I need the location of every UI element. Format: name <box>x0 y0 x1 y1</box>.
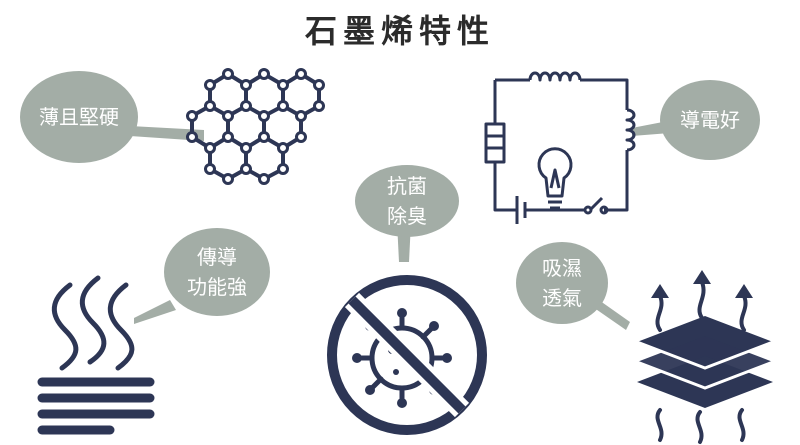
heat-waves-icon <box>37 275 155 435</box>
feature-bubble-conductive: 導電好 <box>660 80 760 160</box>
no-virus-icon <box>327 275 487 435</box>
lattice-atom <box>277 100 289 112</box>
lattice-atom <box>204 163 216 175</box>
lattice-atom <box>295 68 307 80</box>
lattice-atom <box>240 79 252 91</box>
feature-label: 抗菌 <box>387 174 427 198</box>
lattice-atom <box>277 142 289 154</box>
lattice-atom <box>277 163 289 175</box>
breathable-layers-icon <box>636 270 774 444</box>
lattice-atom <box>313 100 325 112</box>
lattice-atom <box>295 131 307 143</box>
lattice-atom <box>186 131 198 143</box>
lattice-atom <box>240 163 252 175</box>
lattice-atom <box>277 79 289 91</box>
lattice-atom <box>313 79 325 91</box>
feature-label: 薄且堅硬 <box>39 105 119 129</box>
lattice-atom <box>204 100 216 112</box>
lattice-atom <box>240 142 252 154</box>
feature-bubble-breathable: 吸濕 透氣 <box>516 242 608 324</box>
lattice-atom <box>258 131 270 143</box>
page-title: 石墨烯特性 <box>304 12 495 50</box>
feature-bubble-thermal: 傳導 功能強 <box>164 228 270 316</box>
feature-label: 除臭 <box>387 204 427 228</box>
lattice-atom <box>204 142 216 154</box>
feature-label: 傳導 <box>197 245 237 269</box>
bubble-tail-hard <box>130 126 204 141</box>
lattice-atom <box>222 110 234 122</box>
feature-label: 吸濕 <box>542 256 582 280</box>
lattice-atom <box>240 100 252 112</box>
feature-label: 功能強 <box>187 275 247 299</box>
feature-label: 導電好 <box>680 108 740 132</box>
bubble-tail-thermal <box>134 300 176 324</box>
lattice-atom <box>186 110 198 122</box>
lattice-atom <box>222 68 234 80</box>
lattice-atom <box>258 110 270 122</box>
feature-label: 透氣 <box>542 286 582 310</box>
lattice-atom <box>222 173 234 185</box>
feature-bubble-hard: 薄且堅硬 <box>20 71 138 163</box>
feature-bubble-antibacterial: 抗菌 除臭 <box>355 165 459 237</box>
lattice-atom <box>258 68 270 80</box>
circuit-icon <box>484 71 636 224</box>
lattice-atom <box>204 79 216 91</box>
graphene-lattice-icon <box>186 68 325 185</box>
lattice-atom <box>295 110 307 122</box>
lattice-atom <box>222 131 234 143</box>
lattice-atom <box>258 173 270 185</box>
